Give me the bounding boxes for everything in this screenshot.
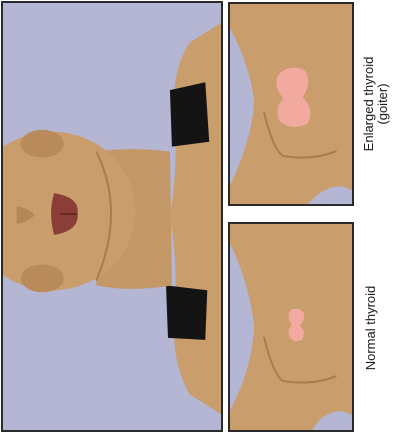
goiter-label-line1: Enlarged thyroid xyxy=(362,57,376,152)
person-illustration-panel xyxy=(1,1,223,432)
ear-top xyxy=(21,130,64,158)
shirt-strap-top xyxy=(170,82,209,146)
person-illustration xyxy=(3,3,221,430)
goiter-label-line2: (goiter) xyxy=(376,57,390,152)
shoulders xyxy=(170,23,221,414)
goiter-illustration xyxy=(230,4,352,204)
normal-thyroid-illustration xyxy=(230,224,352,430)
goiter-label: Enlarged thyroid (goiter) xyxy=(362,57,390,152)
goiter-panel xyxy=(228,2,354,206)
ear-bottom xyxy=(21,265,64,293)
normal-thyroid-panel xyxy=(228,222,354,432)
normal-thyroid-label: Normal thyroid xyxy=(364,286,378,371)
shirt-strap-bottom xyxy=(166,285,207,339)
